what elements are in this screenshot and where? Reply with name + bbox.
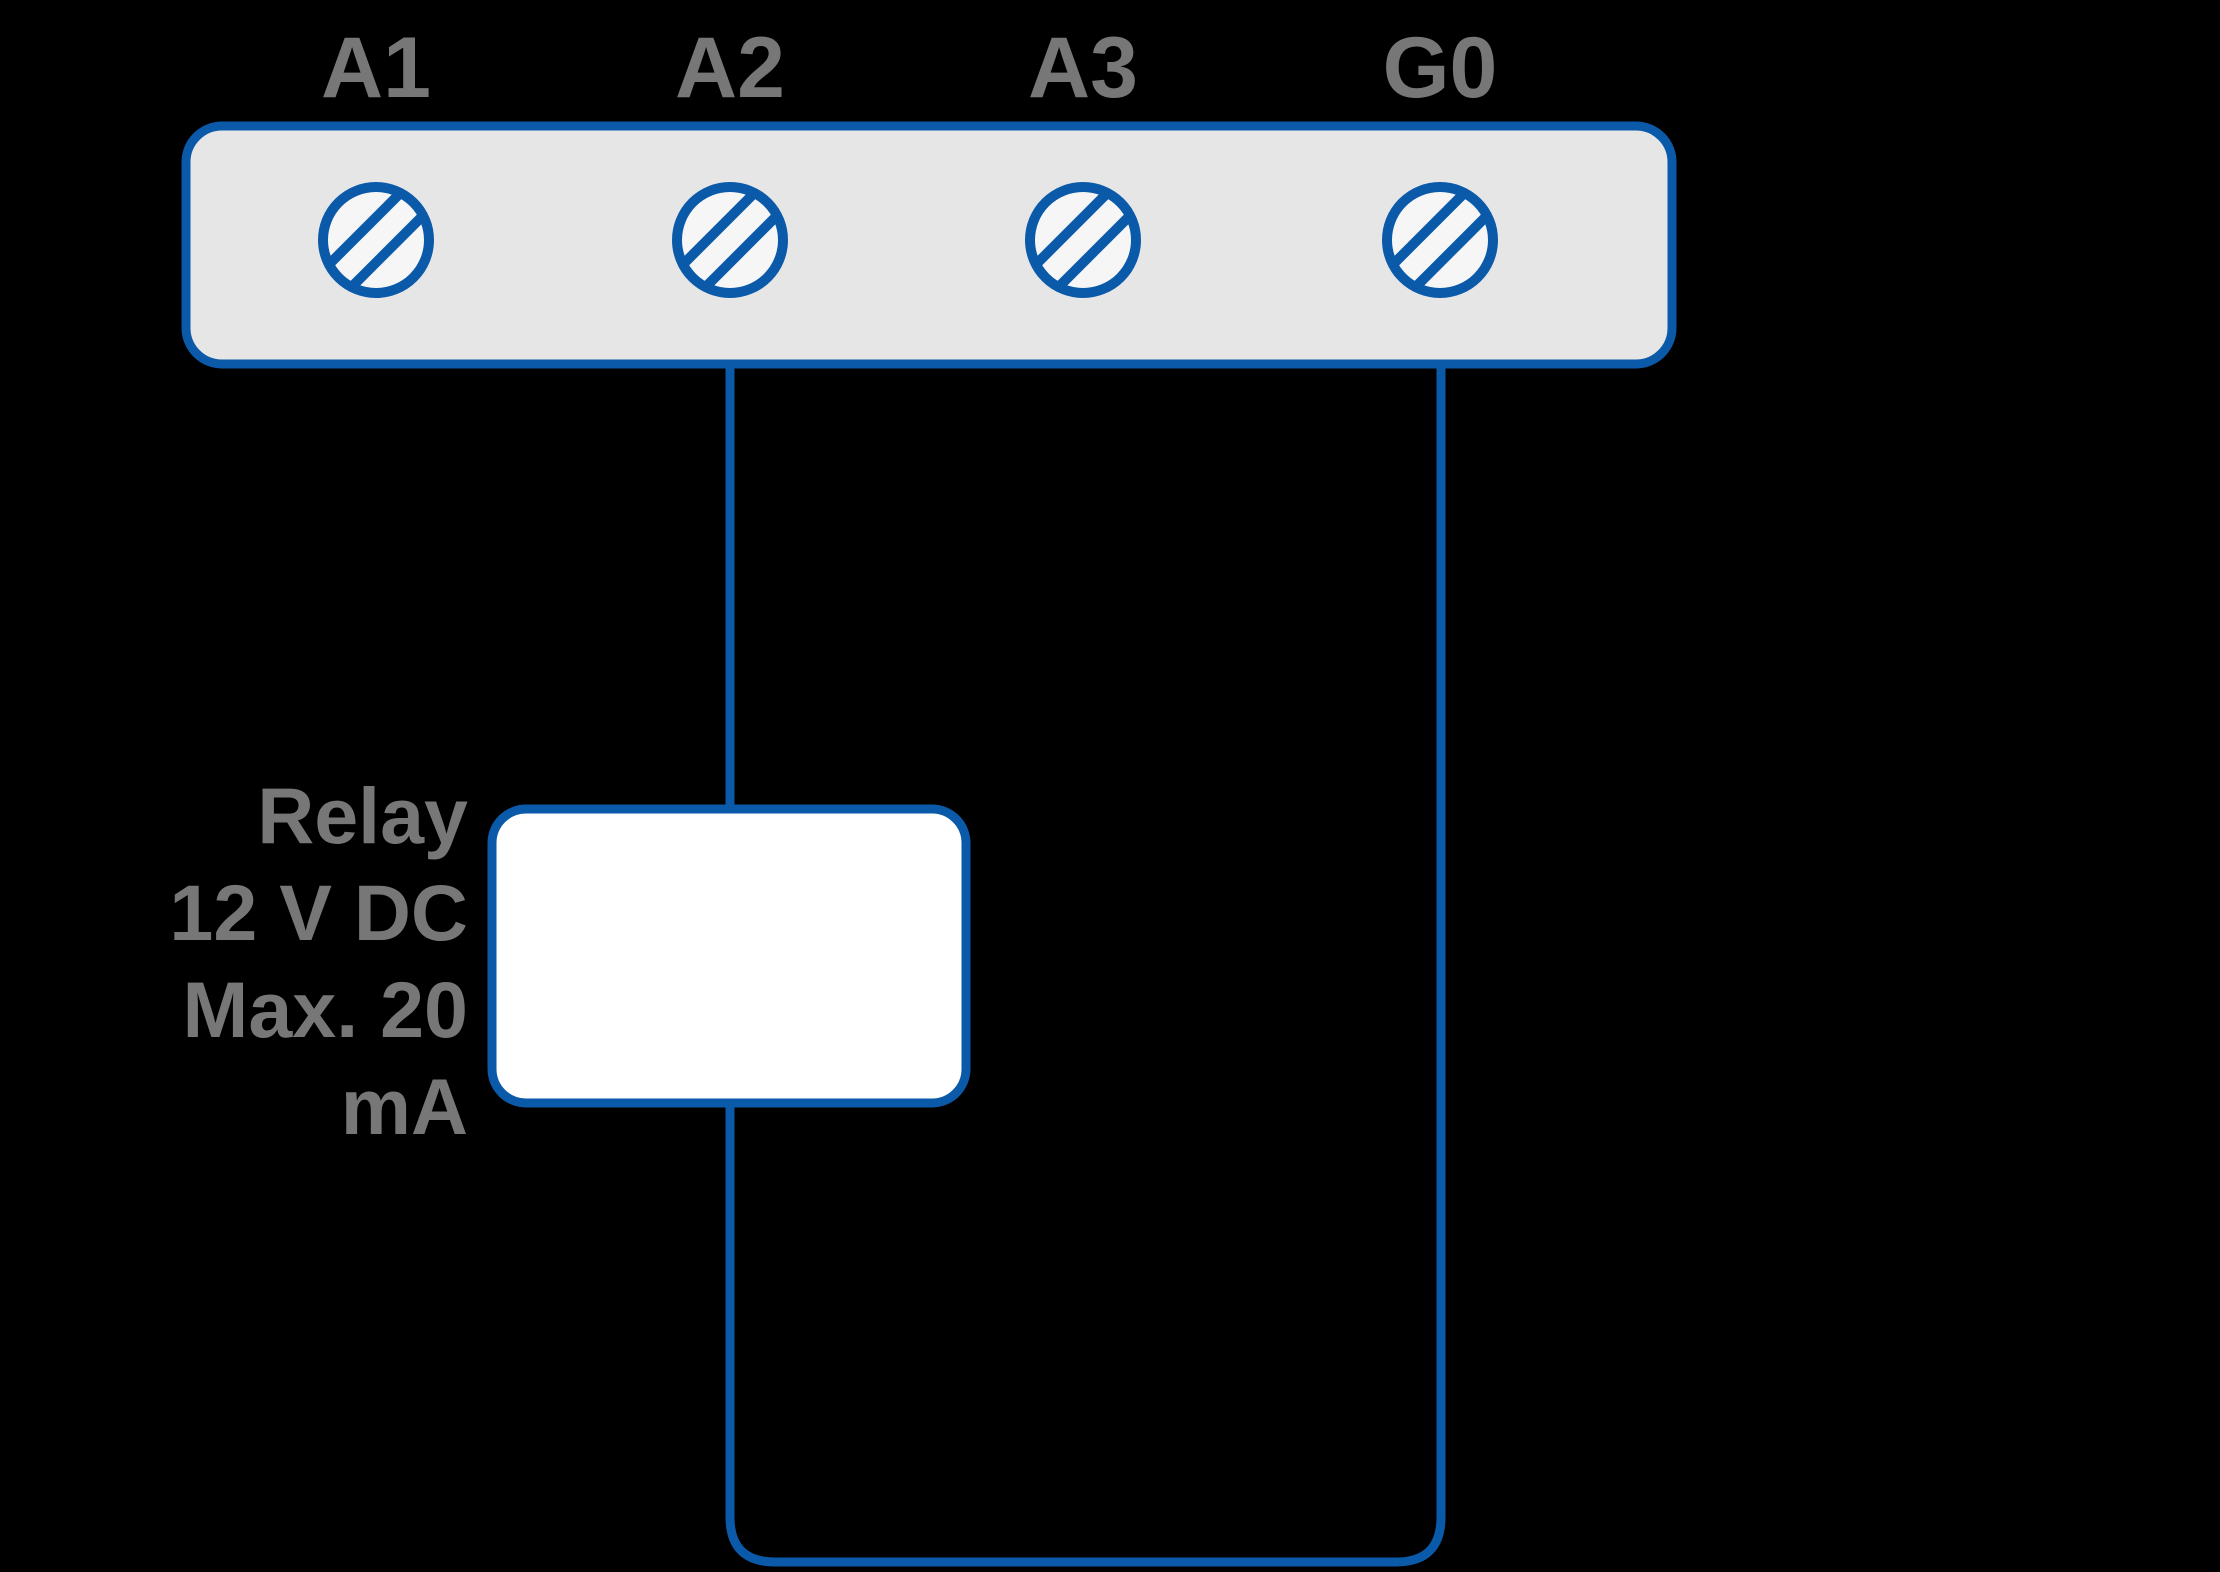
screw-slot-icon bbox=[1034, 191, 1109, 266]
screw-slot-icon bbox=[350, 214, 425, 289]
screw-slot-icon bbox=[1414, 214, 1489, 289]
terminal-label-a2: A2 bbox=[675, 20, 785, 116]
relay-label-line-4: mA bbox=[341, 1062, 468, 1151]
wire-a2-to-g0 bbox=[725, 360, 1446, 1567]
screw-slot-icon bbox=[681, 191, 756, 266]
relay-label-line-2: 12 V DC bbox=[169, 868, 468, 957]
screw-slot-icon bbox=[1391, 191, 1466, 266]
screw-terminal-g0 bbox=[1382, 182, 1498, 298]
terminal-block bbox=[181, 121, 1677, 369]
screw-terminal-a3 bbox=[1025, 182, 1141, 298]
terminal-label-a3: A3 bbox=[1028, 20, 1138, 116]
screw-head-icon bbox=[672, 182, 788, 298]
screw-slot-icon bbox=[704, 214, 779, 289]
screw-slot-icon bbox=[327, 191, 402, 266]
screw-terminal-a2 bbox=[672, 182, 788, 298]
terminal-label-g0: G0 bbox=[1383, 20, 1498, 116]
terminal-label-a1: A1 bbox=[321, 20, 431, 116]
relay-box bbox=[487, 804, 971, 1108]
screw-head-icon bbox=[1025, 182, 1141, 298]
relay-label-line-1: Relay bbox=[257, 771, 468, 860]
relay-label-line-3: Max. 20 bbox=[183, 965, 468, 1054]
screw-terminal-a1 bbox=[318, 182, 434, 298]
screw-head-icon bbox=[1382, 182, 1498, 298]
screw-head-icon bbox=[318, 182, 434, 298]
screw-slot-icon bbox=[1057, 214, 1132, 289]
